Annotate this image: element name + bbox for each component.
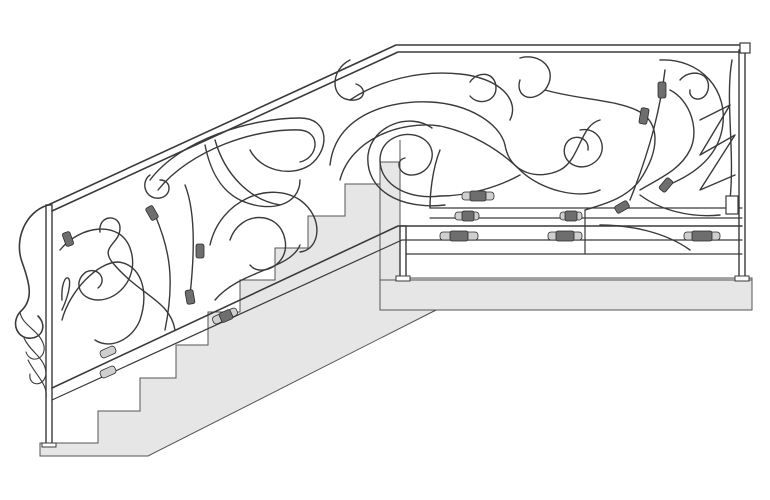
- scroll-mid-d: [209, 191, 318, 253]
- collar-scroll-8: [657, 81, 667, 99]
- landing-post-left: [399, 225, 407, 281]
- collar-landing-1: [461, 190, 495, 202]
- scroll-left-hook: [144, 174, 170, 199]
- scroll-stem-a: [154, 214, 171, 331]
- scroll-right-big: [659, 59, 724, 186]
- scroll-right-arc: [599, 224, 691, 251]
- landing-post-right: [738, 49, 746, 281]
- collar-scroll-11: [614, 200, 630, 214]
- scroll-center-lower: [439, 174, 521, 197]
- scroll-left-tail: [61, 277, 71, 311]
- collar-scroll-10: [658, 177, 674, 193]
- collar-landing-4: [559, 210, 583, 222]
- scroll-top-long: [544, 89, 656, 211]
- collar-scroll-5: [212, 307, 238, 325]
- scroll-right-zig: [699, 104, 736, 191]
- collar-scroll-2: [145, 205, 159, 221]
- volute-coil-1: [19, 311, 45, 360]
- handrail-volute: [14, 204, 49, 339]
- scroll-center-arc: [339, 124, 601, 195]
- scroll-left-s: [99, 217, 176, 331]
- scroll-right-spiral-outer: [504, 119, 601, 176]
- scroll-sweep-main-b: [157, 129, 316, 191]
- collar-landing-2: [454, 210, 480, 222]
- collar-scroll-1: [62, 231, 74, 247]
- collar-scroll-7: [99, 365, 117, 379]
- collar-landing-6: [683, 230, 721, 242]
- landing-right-stub: [725, 195, 739, 215]
- collar-scroll-4: [184, 289, 196, 305]
- scroll-sweep-main: [149, 117, 325, 181]
- collar-scroll-6: [99, 345, 117, 359]
- handrail-top-inner: [51, 51, 743, 212]
- scrollwork: [59, 56, 736, 345]
- bottom-rail-lower: [51, 239, 743, 401]
- volute-coil-3: [27, 359, 47, 399]
- collar-landing-5: [547, 230, 583, 242]
- collar-landing-3: [439, 230, 479, 242]
- scroll-right-lower: [639, 194, 721, 217]
- handrail-end-cap: [739, 42, 751, 54]
- scroll-center-spiral: [379, 133, 441, 198]
- collar-scroll-9: [638, 107, 650, 125]
- scroll-top-curl-2: [469, 73, 497, 103]
- scroll-center-spiral-outer: [367, 120, 446, 207]
- landing-post-right-foot: [734, 275, 750, 282]
- stair-outline: [39, 183, 437, 457]
- scroll-top-sweep: [518, 56, 551, 99]
- scroll-left-c: [59, 228, 134, 301]
- scroll-right-curl-top: [679, 72, 710, 100]
- start-post-foot: [41, 442, 57, 448]
- scroll-left-big: [61, 261, 145, 345]
- landing-top: [379, 279, 753, 311]
- collars: [62, 81, 721, 379]
- start-post: [45, 204, 53, 446]
- collar-scroll-3: [195, 243, 205, 259]
- handrail-top: [47, 44, 749, 206]
- handrail: [14, 42, 751, 399]
- scroll-right-inner: [639, 89, 695, 191]
- scroll-fan-1: [204, 144, 301, 208]
- scroll-top-arc: [349, 72, 514, 121]
- scroll-center-big: [329, 101, 506, 166]
- volute-coil-2: [23, 337, 47, 385]
- scroll-mid-e: [214, 244, 301, 301]
- scroll-center-stem: [429, 149, 441, 209]
- bottom-rails: [51, 207, 743, 401]
- scroll-right-spiral: [563, 128, 603, 168]
- bottom-rail-upper: [51, 225, 743, 389]
- scroll-stem-b: [184, 184, 194, 296]
- scroll-right-edge: [728, 59, 733, 201]
- landing-post-left-foot: [395, 275, 411, 282]
- scroll-fan-2: [214, 139, 281, 206]
